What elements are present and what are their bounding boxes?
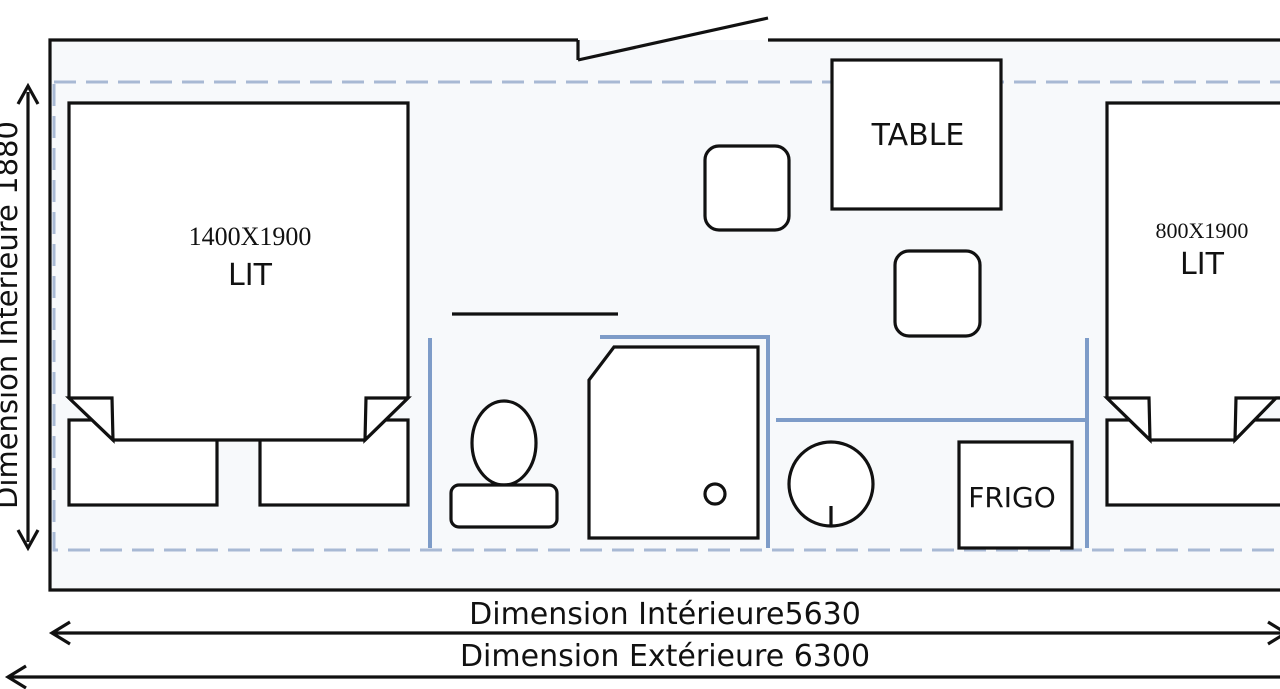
toilet-bowl <box>470 399 538 487</box>
table-label: TABLE <box>871 118 965 153</box>
dim-interior-height: Dimension Intérieure 1880 <box>0 121 24 509</box>
bed-left: 1400X1900 LIT <box>65 101 412 507</box>
bed-left-fold-r <box>363 396 412 444</box>
partitions <box>428 335 1089 548</box>
dim-interior-width: Dimension Intérieure5630 <box>469 597 861 632</box>
exterior-walls <box>48 38 1280 592</box>
fridge: FRIGO <box>957 440 1074 550</box>
entrance-door <box>577 16 769 62</box>
shower <box>587 345 760 540</box>
dimension-widths: Dimension Intérieure5630 Dimension Extér… <box>4 597 1280 689</box>
bed-right-fold-r <box>1233 396 1280 445</box>
fridge-box <box>957 440 1074 550</box>
seat-2 <box>893 249 982 338</box>
dimension-height: Dimension Intérieure 1880 <box>0 82 40 552</box>
bed-right: 800X1900 LIT <box>1103 101 1280 507</box>
bed-left-label-bg <box>218 258 290 290</box>
bed-right-label: LIT <box>1180 247 1225 282</box>
shower-tray <box>587 345 760 540</box>
bed-left-fold-l <box>65 396 115 444</box>
dining-area: TABLE <box>703 58 1003 338</box>
bed-left-label: LIT <box>228 258 273 293</box>
bed-right-fold-l <box>1103 396 1152 444</box>
toilet-tank <box>449 483 559 529</box>
toilet <box>449 399 559 529</box>
interior-outline <box>52 80 1280 552</box>
bed-left-size: 1400X1900 <box>189 222 312 251</box>
dim-exterior-width: Dimension Extérieure 6300 <box>460 639 870 674</box>
table <box>830 58 1003 211</box>
bed-right-size: 800X1900 <box>1156 218 1249 243</box>
fridge-label: FRIGO <box>968 481 1056 514</box>
shower-drain <box>703 482 727 506</box>
stove <box>787 440 875 528</box>
seat-1 <box>703 144 791 232</box>
bed-right-label-bg <box>1132 242 1258 278</box>
